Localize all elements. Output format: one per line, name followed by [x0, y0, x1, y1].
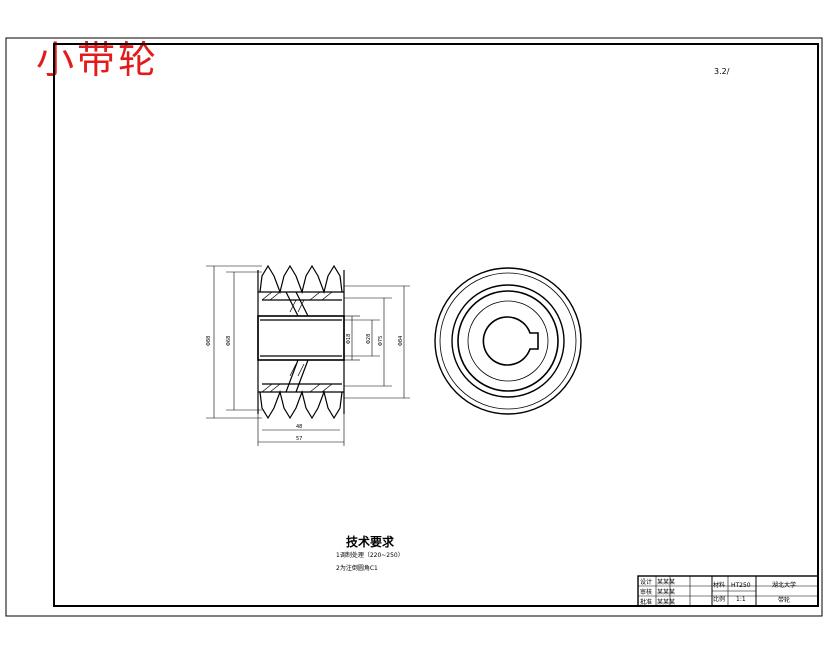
sheet-outer-border	[5, 37, 823, 617]
bottom-groove-profile	[259, 389, 343, 420]
tb-name-1: 某某某	[657, 579, 675, 586]
top-groove-profile	[259, 264, 343, 295]
dim-right-outer-dia: Φ84	[398, 336, 404, 346]
section-dimensions	[206, 265, 410, 446]
bore-with-keyway	[482, 316, 539, 366]
pulley-side-view	[434, 267, 582, 415]
tech-req-item-2: 2为注倒圆角C1	[336, 564, 378, 572]
dim-hub-dia: Φ28	[366, 334, 372, 344]
dim-width-total: 57	[296, 436, 302, 442]
dim-groove-dia: Φ75	[378, 336, 384, 346]
tb-school: 湖北大学	[772, 581, 796, 589]
tb-part-name: 带轮	[778, 596, 790, 604]
dim-outer-dia: Φ88	[206, 336, 212, 346]
tb-role-2: 审核	[640, 588, 652, 596]
tb-scale-value: 1:1	[736, 596, 746, 603]
sheet-inner-frame	[53, 43, 819, 607]
dim-width-inner: 48	[296, 424, 302, 430]
tb-scale-label: 比例	[713, 595, 725, 603]
tech-req-item-1: 1调制处理（220~250）	[336, 551, 404, 559]
sheet-title: 小带轮	[36, 38, 160, 82]
dim-left-inner-dia: Φ68	[226, 336, 232, 346]
tb-name-3: 某某某	[657, 599, 675, 606]
tb-role-1: 设计	[640, 578, 652, 586]
tb-role-3: 批准	[640, 598, 652, 606]
pulley-section-view	[257, 264, 345, 420]
tb-name-2: 某某某	[657, 589, 675, 596]
dim-bore-dia: Φ18	[346, 334, 352, 344]
hub-section	[257, 315, 345, 361]
roughness-symbol: 3.2/	[714, 67, 730, 76]
title-block	[637, 575, 819, 607]
tb-material-label: 材料	[713, 581, 725, 589]
tb-material-value: HT250	[731, 582, 751, 589]
tech-req-heading: 技术要求	[346, 534, 395, 549]
